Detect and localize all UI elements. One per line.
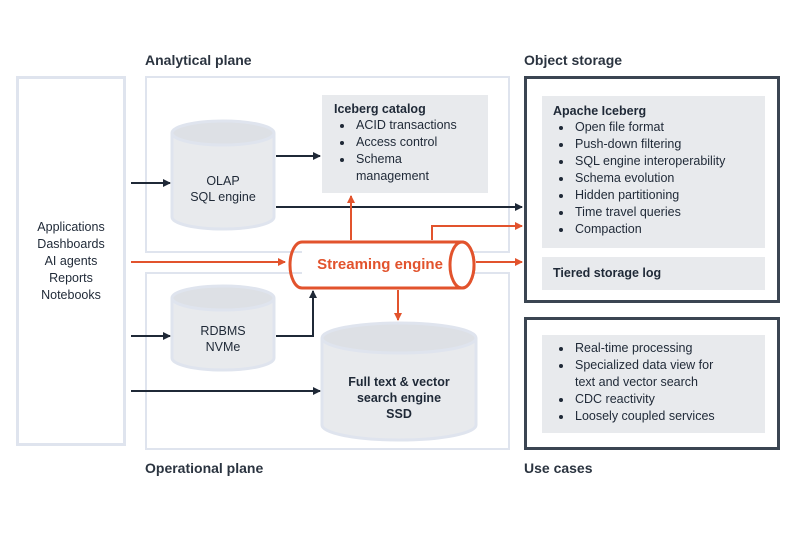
client-applications: Applications (37, 219, 105, 234)
iceberg-feature: Compaction (573, 221, 765, 238)
iceberg-catalog-box: Iceberg catalog ACID transactions Access… (322, 95, 488, 193)
use-cases-box: Real-time processing Specialized data vi… (524, 317, 780, 450)
object-storage-heading: Object storage (524, 52, 623, 68)
operational-plane-heading: Operational plane (145, 460, 264, 476)
search-line1: Full text & vector (348, 375, 450, 389)
clients-list: Applications Dashboards AI agents Report… (37, 219, 104, 304)
catalog-item: ACID transactions (354, 117, 488, 134)
client-dashboards: Dashboards (37, 236, 105, 251)
search-line2: search engine (356, 391, 442, 405)
rdbms-line2: NVMe (205, 340, 241, 354)
use-case-item: Real-time processing (573, 340, 765, 357)
rdbms-cylinder (170, 284, 276, 372)
iceberg-feature: Hidden partitioning (573, 187, 765, 204)
use-case-item: Loosely coupled services (573, 408, 765, 425)
use-cases-inner-box: Real-time processing Specialized data vi… (542, 335, 765, 433)
use-cases-list: Real-time processing Specialized data vi… (553, 340, 765, 425)
apache-iceberg-title: Apache Iceberg (553, 104, 647, 118)
olap-line1: OLAP (206, 174, 240, 188)
search-engine-label: Full text & vector search engine SSD (322, 374, 476, 422)
search-engine-cylinder (320, 321, 478, 442)
use-case-item: CDC reactivity (573, 391, 765, 408)
clients-box: Applications Dashboards AI agents Report… (16, 76, 126, 446)
tiered-storage-title: Tiered storage log (553, 266, 662, 280)
rdbms-to-streaming-arrow (276, 290, 317, 337)
search-line3: SSD (386, 407, 412, 421)
catalog-item: management (356, 169, 429, 183)
olap-line2: SQL engine (190, 190, 256, 204)
streaming-engine-label: Streaming engine (317, 256, 443, 273)
olap-label: OLAP SQL engine (172, 173, 274, 205)
iceberg-feature: Push-down filtering (573, 136, 765, 153)
streaming-to-iceberg-arrow (431, 222, 523, 240)
apache-iceberg-box: Apache Iceberg Open file format Push-dow… (542, 96, 765, 248)
rdbms-label: RDBMS NVMe (172, 323, 274, 355)
client-ai-agents: AI agents (44, 253, 98, 268)
rdbms-line1: RDBMS (200, 324, 246, 338)
tiered-storage-box: Tiered storage log (542, 257, 765, 290)
use-case-item: text and vector search (575, 375, 698, 389)
catalog-item: Schema (354, 151, 488, 168)
iceberg-feature: Schema evolution (573, 170, 765, 187)
apache-iceberg-list: Open file format Push-down filtering SQL… (553, 119, 765, 238)
iceberg-catalog-list: ACID transactions Access control Schema … (334, 117, 488, 185)
use-case-item: Specialized data view for (573, 357, 765, 374)
iceberg-feature: SQL engine interoperability (573, 153, 765, 170)
analytical-plane-heading: Analytical plane (145, 52, 252, 68)
streaming-engine-cylinder (288, 240, 476, 290)
client-reports: Reports (49, 270, 93, 285)
use-cases-heading: Use cases (524, 460, 593, 476)
iceberg-feature: Open file format (573, 119, 765, 136)
client-notebooks: Notebooks (41, 287, 101, 302)
object-storage-box: Apache Iceberg Open file format Push-dow… (524, 76, 780, 303)
olap-cylinder (170, 119, 276, 231)
iceberg-catalog-title: Iceberg catalog (334, 102, 426, 116)
iceberg-feature: Time travel queries (573, 204, 765, 221)
catalog-item: Access control (354, 134, 488, 151)
